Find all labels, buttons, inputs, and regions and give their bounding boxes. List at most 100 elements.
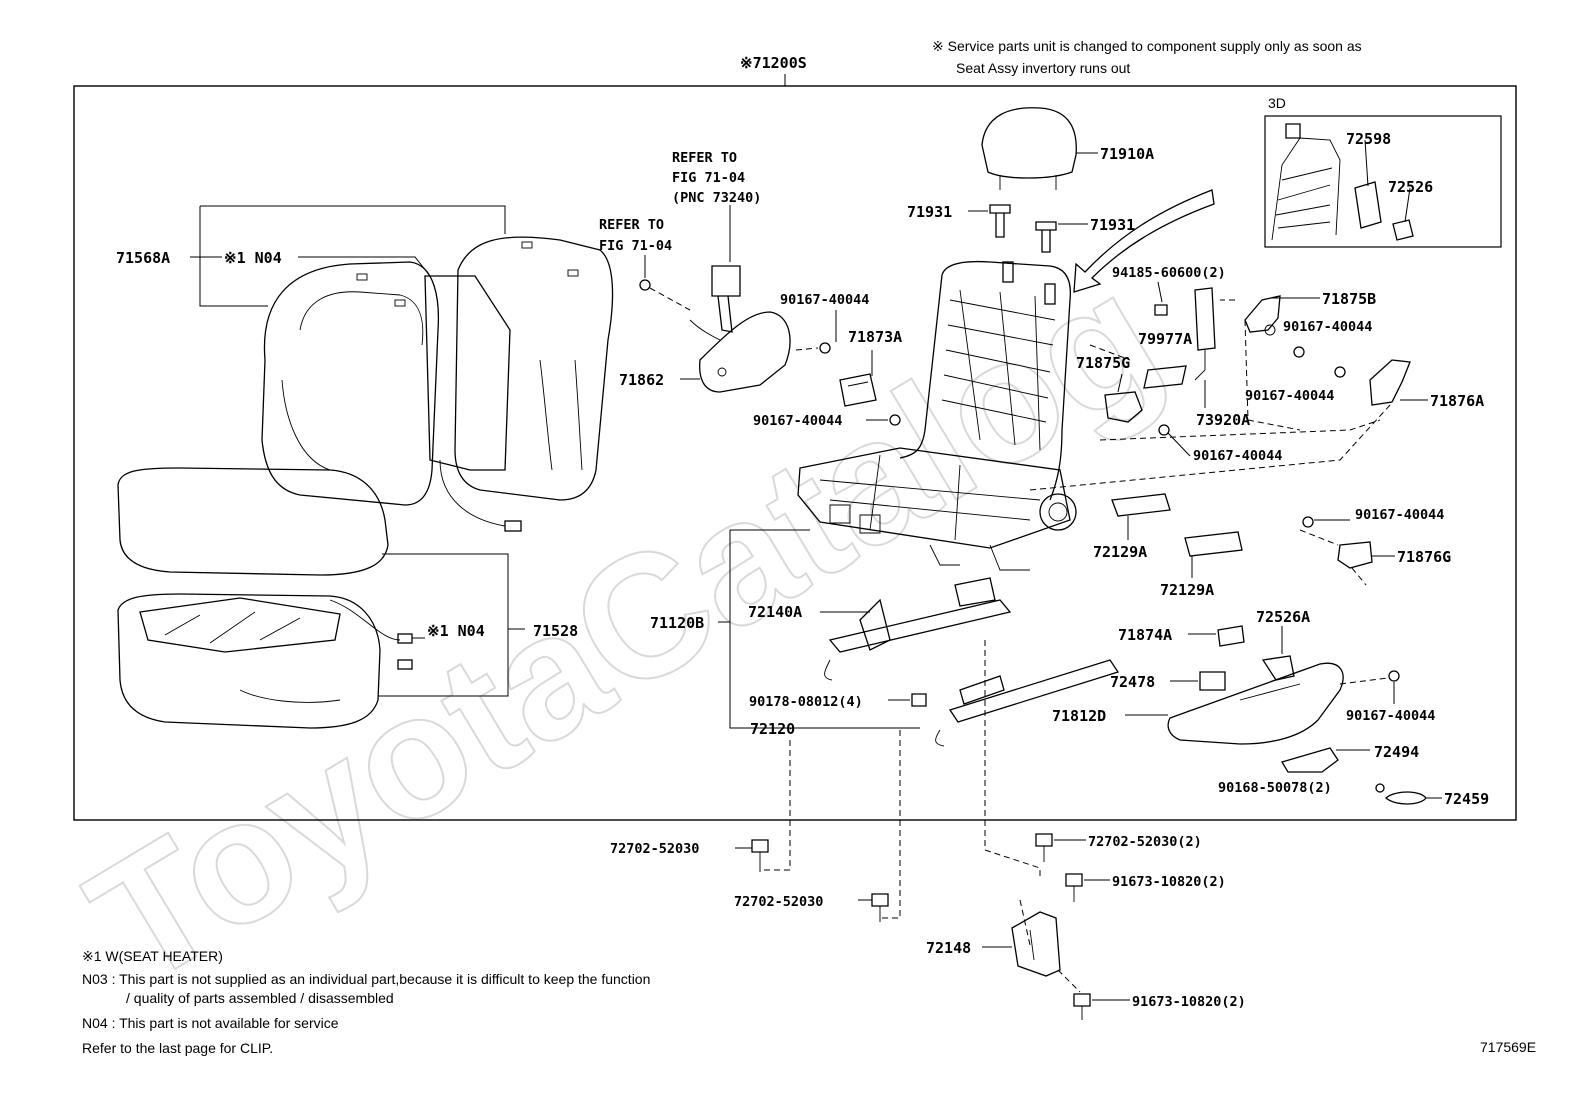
bracket-71874A <box>1217 625 1245 647</box>
label-90167-f: 90167-40044 <box>1355 507 1444 523</box>
label-72702-b: 72702-52030(2) <box>1088 834 1202 850</box>
bolt-91673-b <box>1073 993 1091 1020</box>
seat-adjuster-72120 <box>935 659 1120 747</box>
nut-90178 <box>911 693 927 707</box>
label-72148: 72148 <box>926 939 971 957</box>
figure-code: 717569E <box>1480 1039 1536 1055</box>
label-71874A: 71874A <box>1118 626 1172 644</box>
leader-94185 <box>1157 281 1163 303</box>
bolt-90167-b <box>889 414 901 426</box>
bolt-72702-a <box>751 839 769 872</box>
label-90167-b: 90167-40044 <box>753 413 842 429</box>
footnote-line4: N04 : This part is not available for ser… <box>82 1015 339 1031</box>
bolt-90167-d <box>1158 424 1170 436</box>
footnote-line2: N03 : This part is not supplied as an in… <box>82 971 650 987</box>
label-90178: 90178-08012(4) <box>749 694 863 710</box>
label-90167-a: 90167-40044 <box>780 292 869 308</box>
label-72478: 72478 <box>1110 673 1155 691</box>
label-90167-e: 90167-40044 <box>1245 388 1334 404</box>
label-72120: 72120 <box>750 720 795 738</box>
refer-note-1-line2: FIG 71-04 <box>672 170 745 186</box>
bolt-91673-a <box>1065 873 1083 902</box>
label-72526A: 72526A <box>1256 608 1310 626</box>
label-71876G: 71876G <box>1397 548 1451 566</box>
dashed-91673-b <box>1057 969 1081 993</box>
inset-3d-detail <box>1271 123 1414 241</box>
label-72459: 72459 <box>1444 790 1489 808</box>
cover-72526A <box>1261 655 1295 681</box>
inset-frame <box>1264 115 1502 248</box>
label-71931-right: 71931 <box>1090 216 1135 234</box>
label-79977A: 79977A <box>1138 330 1192 348</box>
label-71812D: 71812D <box>1052 707 1106 725</box>
refer-note-1-line3: (PNC 73240) <box>672 190 761 206</box>
bracket-71528 <box>378 553 509 697</box>
label-71120B: 71120B <box>650 614 704 632</box>
label-71875B: 71875B <box>1322 290 1376 308</box>
label-72526: 72526 <box>1388 178 1433 196</box>
bolt-72702-c <box>871 893 889 922</box>
label-90167-d: 90167-40044 <box>1193 448 1282 464</box>
label-71528-note: ※1 N04 <box>427 622 485 640</box>
label-72702-a: 72702-52030 <box>610 841 699 857</box>
label-72129A-1: 72129A <box>1093 543 1147 561</box>
pad-79977A <box>1143 365 1187 389</box>
headrest-guide-left <box>989 204 1011 238</box>
knob-72494 <box>1281 747 1339 773</box>
seat-frame-71120B <box>797 260 1077 571</box>
label-72140A: 72140A <box>748 603 802 621</box>
seatbelt-buckle-parts <box>639 265 741 341</box>
leader-71568A-note <box>298 256 431 277</box>
label-90168: 90168-50078(2) <box>1218 780 1332 796</box>
cap-72459 <box>1385 791 1427 805</box>
label-91673-a: 91673-10820(2) <box>1112 874 1226 890</box>
label-71876A: 71876A <box>1430 392 1484 410</box>
cover-72129A-1 <box>1111 493 1171 517</box>
cover-71876A <box>1369 359 1411 406</box>
clip-94185 <box>1154 304 1168 316</box>
seat-cushion-71528 <box>117 467 413 729</box>
cover-72129A-2 <box>1184 531 1243 557</box>
leader-71528 <box>412 628 525 639</box>
side-cover-71812D <box>1167 662 1344 745</box>
cover-71876G <box>1337 541 1373 569</box>
bracket-71568A <box>199 205 506 307</box>
service-note-line2: Seat Assy invertory runs out <box>956 60 1130 76</box>
bolt-90167-f <box>1302 516 1314 528</box>
dashed-90167-g <box>1339 677 1389 685</box>
label-72702-c: 72702-52030 <box>734 894 823 910</box>
bracket-71120B <box>729 529 920 729</box>
label-72494: 72494 <box>1374 743 1419 761</box>
refer-note-1-line1: REFER TO <box>672 150 737 166</box>
label-94185: 94185-60600(2) <box>1112 265 1226 281</box>
bracket-71873A <box>839 373 877 407</box>
assembly-number-label: ※71200S <box>740 54 807 72</box>
label-71873A: 71873A <box>848 328 902 346</box>
label-73920A: 73920A <box>1196 411 1250 429</box>
bolt-90167-e <box>1334 366 1346 378</box>
dashed-bottom-lines <box>760 640 1041 946</box>
headrest-71910A <box>981 107 1077 190</box>
label-91673-b: 91673-10820(2) <box>1132 994 1246 1010</box>
label-71568A-note: ※1 N04 <box>224 249 282 267</box>
side-shield-71862 <box>699 311 831 393</box>
dashed-assembly-lines <box>1029 299 1391 491</box>
dashed-71876G <box>1299 529 1367 586</box>
cover-71875G <box>1104 391 1143 423</box>
footnote-line1: ※1 W(SEAT HEATER) <box>82 948 223 964</box>
assembly-frame <box>73 85 1517 821</box>
label-90167-g: 90167-40044 <box>1346 708 1435 724</box>
label-71875G: 71875G <box>1076 354 1130 372</box>
part-72478 <box>1199 671 1226 691</box>
label-90167-c: 90167-40044 <box>1283 319 1372 335</box>
leader-71875G <box>1117 373 1123 393</box>
seat-adjuster-72140A <box>824 577 1012 681</box>
footnote-line5: Refer to the last page for CLIP. <box>82 1040 273 1056</box>
label-71931-left: 71931 <box>907 203 952 221</box>
label-71528: 71528 <box>533 622 578 640</box>
leader-90167-d <box>1167 432 1191 457</box>
label-72598: 72598 <box>1346 130 1391 148</box>
inset-label: 3D <box>1268 95 1286 111</box>
bracket-71875B <box>1244 295 1281 336</box>
